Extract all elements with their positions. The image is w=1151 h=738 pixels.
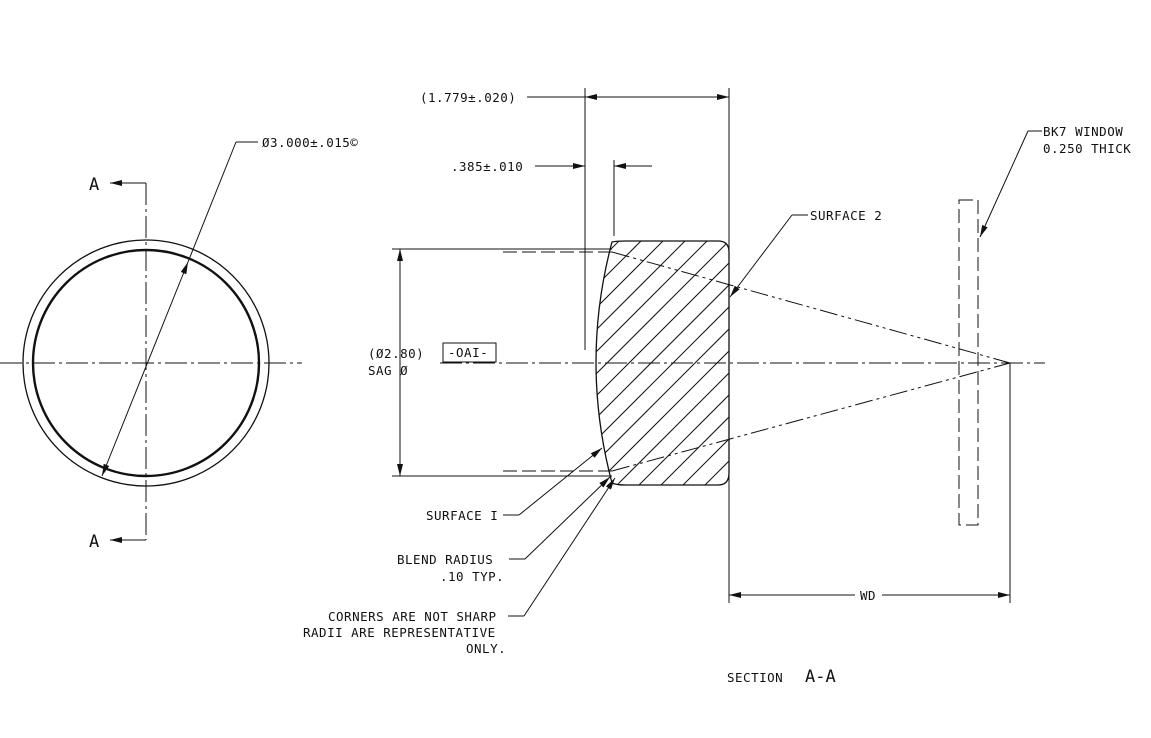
diameter-leader xyxy=(101,261,189,477)
surface-1-label: SURFACE I xyxy=(426,508,498,523)
section-marker-top: A xyxy=(89,175,99,195)
sag-dimension-text: .385±.010 xyxy=(451,159,523,174)
section-view: (1.779±.020) .385±.010 (Ø2.80) SAG Ø -OA… xyxy=(303,88,1131,687)
oa-box-text: -OAI- xyxy=(448,345,488,360)
overall-length-text: (1.779±.020) xyxy=(420,90,516,105)
sag-diameter-line1: (Ø2.80) xyxy=(368,346,424,361)
section-marker-bottom: A xyxy=(89,532,99,552)
hatch-line xyxy=(623,241,729,485)
diameter-leader-ext xyxy=(187,141,237,263)
diameter-callout: Ø3.000±.015© xyxy=(262,135,358,150)
hatch-line xyxy=(596,241,729,485)
hatch-line xyxy=(844,220,1124,500)
window-line2: 0.250 THICK xyxy=(1043,141,1131,156)
section-label-prefix: SECTION xyxy=(727,670,783,685)
hatch-line xyxy=(756,220,1036,500)
lens-outline xyxy=(595,240,730,486)
hatch-line xyxy=(596,241,729,485)
hatch-line xyxy=(596,241,729,485)
hatch-line xyxy=(596,241,707,485)
ray-bottom xyxy=(611,362,1011,472)
hatch-line xyxy=(645,241,729,485)
hatch-line xyxy=(601,241,729,485)
corners-leader xyxy=(523,477,616,617)
hatch-line xyxy=(596,241,663,485)
hatch-line xyxy=(596,241,729,485)
hatch-line xyxy=(778,220,1058,500)
hatch-line xyxy=(734,220,1014,500)
section-label-id: A-A xyxy=(805,667,836,687)
blend-leader xyxy=(524,476,611,560)
surface-2-label: SURFACE 2 xyxy=(810,208,882,223)
surface2-leader xyxy=(729,214,793,298)
window-line1: BK7 WINDOW xyxy=(1043,124,1123,139)
wd-label: WD xyxy=(860,588,876,603)
oa-box xyxy=(442,342,497,363)
hatch-line xyxy=(800,220,1080,500)
front-view: Ø3.000±.015© A A xyxy=(0,135,358,552)
hatch-line xyxy=(596,241,685,485)
sag-diameter-line2: SAG Ø xyxy=(368,363,408,378)
blend-radius-line1: BLEND RADIUS xyxy=(397,552,493,567)
hatch-line xyxy=(689,241,729,485)
corners-line2: RADII ARE REPRESENTATIVE xyxy=(303,625,496,640)
hatch-line xyxy=(596,241,729,485)
lens-hatch xyxy=(596,220,1124,500)
window-leader xyxy=(979,130,1029,238)
bk7-window xyxy=(958,199,979,526)
hatch-line xyxy=(667,241,729,485)
surface1-leader xyxy=(518,447,603,516)
hatch-line xyxy=(822,220,1102,500)
hatch-line xyxy=(711,241,729,485)
hatch-line xyxy=(596,241,729,485)
corners-line1: CORNERS ARE NOT SHARP xyxy=(328,609,497,624)
corners-line3: ONLY. xyxy=(466,641,506,656)
blend-radius-line2: .10 TYP. xyxy=(440,569,504,584)
ray-top xyxy=(611,251,1011,364)
hatch-line xyxy=(596,241,729,485)
